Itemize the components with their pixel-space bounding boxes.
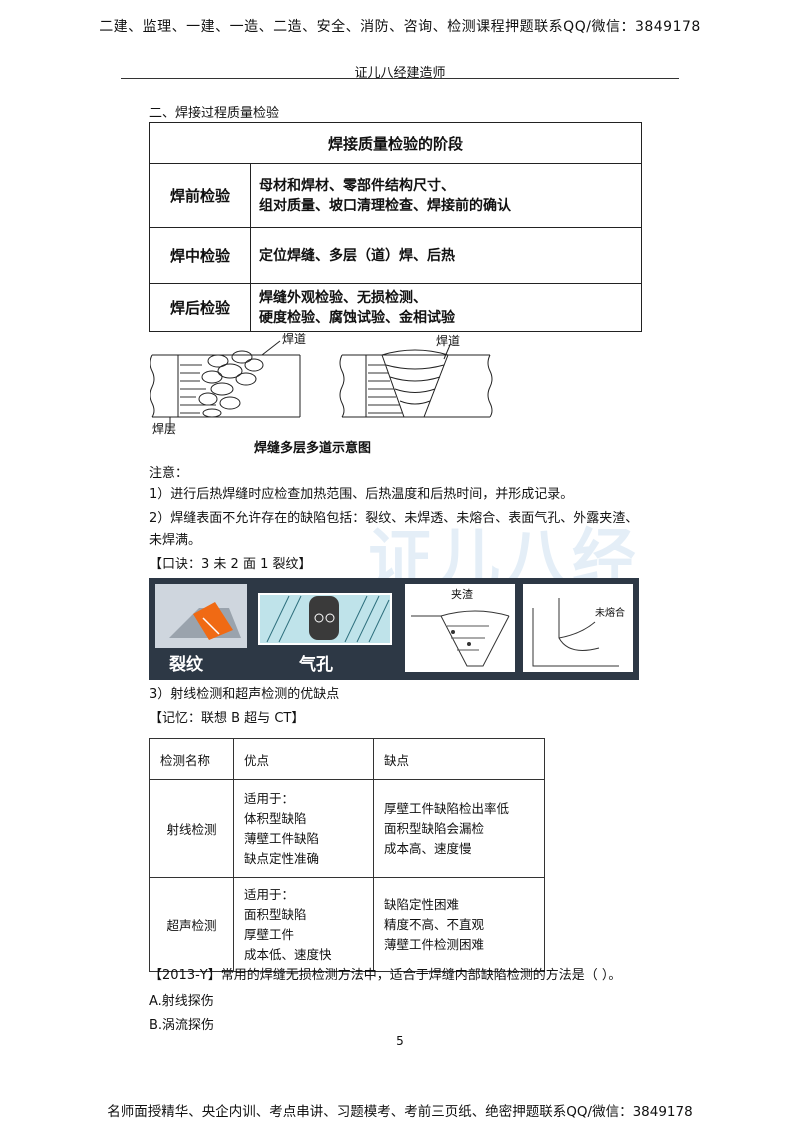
page-number: 5 — [396, 1034, 404, 1048]
top-banner: 二建、监理、一建、一造、二造、安全、消防、咨询、检测课程押题联系QQ/微信：38… — [99, 19, 701, 35]
stage-name: 焊中检验 — [149, 227, 251, 284]
pros-item: 体积型缺陷 — [244, 810, 307, 826]
cons-item: 成本高、速度慢 — [384, 840, 472, 856]
slag-illustration — [405, 584, 515, 672]
method-name: 超声检测 — [149, 877, 234, 972]
pros-item: 面积型缺陷 — [244, 906, 307, 922]
cons-list: 缺陷定性困难 精度不高、不直观 薄壁工件检测困难 — [373, 877, 545, 972]
method-name: 射线检测 — [149, 779, 234, 878]
stage-name: 焊后检验 — [149, 283, 251, 332]
table-header-row: 检测名称 优点 缺点 — [149, 738, 545, 780]
stage-table: 焊接质量检验的阶段 焊前检验 母材和焊材、零部件结构尺寸、 组对质量、坡口清理检… — [149, 122, 642, 332]
pros-item: 厚壁工件 — [244, 926, 295, 942]
stage-line: 组对质量、坡口清理检查、焊接前的确认 — [259, 197, 511, 214]
note-item-1: 1）进行后热焊缝时应检查加热范围、后热温度和后热时间，并形成记录。 — [149, 487, 574, 502]
option-a: A.射线探伤 — [149, 994, 214, 1009]
ndt-heading: 3）射线检测和超声检测的优缺点 — [149, 687, 340, 702]
slag-label: 夹渣 — [451, 587, 473, 601]
crack-label: 裂纹 — [168, 654, 204, 675]
pros-item: 适用于： — [244, 790, 295, 806]
table-row: 射线检测 适用于： 体积型缺陷 薄壁工件缺陷 缺点定性准确 厚壁工件缺陷检出率低… — [149, 779, 545, 878]
stage-line: 定位焊缝、多层（道）焊、后热 — [259, 247, 455, 264]
crack-illustration — [155, 584, 247, 648]
section-heading: 二、焊接过程质量检验 — [149, 106, 280, 121]
cons-item: 面积型缺陷会漏检 — [384, 820, 485, 836]
cons-list: 厚壁工件缺陷检出率低 面积型缺陷会漏检 成本高、速度慢 — [373, 779, 545, 878]
table-row: 焊前检验 母材和焊材、零部件结构尺寸、 组对质量、坡口清理检查、焊接前的确认 — [149, 163, 642, 228]
header-cons: 缺点 — [373, 738, 545, 780]
mnemonic: 【口诀：3 未 2 面 1 裂纹】 — [149, 557, 312, 572]
pros-item: 薄壁工件缺陷 — [244, 830, 320, 846]
pros-list: 适用于： 体积型缺陷 薄壁工件缺陷 缺点定性准确 — [233, 779, 374, 878]
weld-layers-right — [381, 349, 449, 418]
header-name: 检测名称 — [149, 738, 234, 780]
weld-beads-left — [198, 350, 264, 418]
layer-label: 焊层 — [152, 421, 176, 436]
exam-question: 【2013-Y】常用的焊缝无损检测方法中，适合于焊缝内部缺陷检测的方法是（ ）。 — [149, 964, 621, 983]
stage-content: 定位焊缝、多层（道）焊、后热 — [250, 227, 642, 284]
porosity-label: 气孔 — [298, 654, 333, 675]
option-b: B.涡流探伤 — [149, 1018, 215, 1033]
defect-photo-strip: 裂纹 气孔 夹渣 未熔 — [149, 578, 639, 680]
header-pros: 优点 — [233, 738, 374, 780]
stage-line: 母材和焊材、零部件结构尺寸、 — [259, 177, 455, 194]
ndt-table: 检测名称 优点 缺点 射线检测 适用于： 体积型缺陷 薄壁工件缺陷 缺点定性准确… — [149, 738, 545, 972]
exam-text: 常用的焊缝无损检测方法中，适合于焊缝内部缺陷检测的方法是（ ）。 — [220, 968, 622, 983]
cons-item: 缺陷定性困难 — [384, 896, 460, 912]
stage-line: 焊缝外观检验、无损检测、 — [259, 289, 427, 306]
table-row: 焊中检验 定位焊缝、多层（道）焊、后热 — [149, 227, 642, 284]
pros-item: 成本低、速度快 — [244, 946, 332, 962]
notes-heading: 注意： — [149, 466, 189, 481]
cons-item: 厚壁工件缺陷检出率低 — [384, 800, 510, 816]
note-item-2-cont: 未焊满。 — [149, 533, 202, 548]
pros-item: 适用于： — [244, 886, 295, 902]
table-row: 焊后检验 焊缝外观检验、无损检测、 硬度检验、腐蚀试验、金相试验 — [149, 283, 642, 332]
bottom-banner: 名师面授精华、央企内训、考点串讲、习题模考、考前三页纸、绝密押题联系QQ/微信：… — [107, 1104, 693, 1120]
stage-line: 硬度检验、腐蚀试验、金相试验 — [259, 309, 455, 326]
stage-table-title: 焊接质量检验的阶段 — [149, 122, 642, 164]
bead-label-left: 焊道 — [282, 333, 306, 346]
lack-fusion-label: 未熔合 — [595, 606, 625, 619]
header-divider — [121, 78, 679, 79]
site-title: 证儿八经建造师 — [354, 66, 446, 81]
weld-multilayer-diagram: 焊道 焊道 焊层 — [150, 333, 493, 436]
stage-content: 焊缝外观检验、无损检测、 硬度检验、腐蚀试验、金相试验 — [250, 283, 642, 332]
pros-item: 缺点定性准确 — [244, 850, 320, 866]
table-row: 超声检测 适用于： 面积型缺陷 厚壁工件 成本低、速度快 缺陷定性困难 精度不高… — [149, 877, 545, 972]
note-item-2: 2）焊缝表面不允许存在的缺陷包括：裂纹、未焊透、未熔合、表面气孔、外露夹渣、 — [149, 511, 639, 526]
cons-item: 薄壁工件检测困难 — [384, 936, 485, 952]
diagram-caption: 焊缝多层多道示意图 — [254, 441, 372, 456]
exam-tag: 【2013-Y】 — [149, 968, 221, 983]
stage-content: 母材和焊材、零部件结构尺寸、 组对质量、坡口清理检查、焊接前的确认 — [250, 163, 642, 228]
lack-fusion-illustration — [523, 584, 633, 672]
stage-name: 焊前检验 — [149, 163, 251, 228]
cons-item: 精度不高、不直观 — [384, 916, 485, 932]
pros-list: 适用于： 面积型缺陷 厚壁工件 成本低、速度快 — [233, 877, 374, 972]
bead-label-right: 焊道 — [436, 333, 460, 348]
porosity-illustration — [258, 593, 392, 645]
ndt-memory: 【记忆：联想 B 超与 CT】 — [149, 711, 305, 726]
